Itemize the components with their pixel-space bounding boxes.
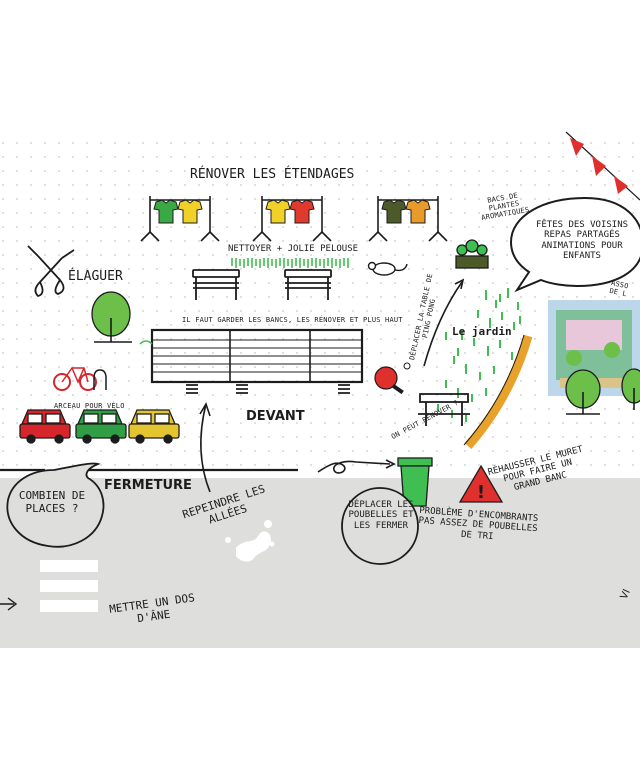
- label-arceau-velo: ARCEAU POUR VÉLO: [54, 402, 125, 410]
- rat-icon: [367, 261, 408, 276]
- ping-pong-icon: [374, 362, 411, 395]
- shirt-icon: [381, 199, 431, 224]
- label-devant: DEVANT: [246, 409, 305, 424]
- car-icon-yellow: [128, 409, 180, 444]
- paint-splash-icon: [225, 520, 275, 562]
- bench-icon: [192, 269, 240, 300]
- label-garder-bancs: IL FAUT GARDER LES BANCS, LES RÉNOVER ET…: [182, 316, 403, 324]
- car-icon-green: [75, 409, 127, 444]
- garden-grass: [437, 288, 521, 422]
- arrow-repeindre: [200, 403, 211, 493]
- garden-path: [464, 334, 533, 449]
- bunting-icon: [565, 131, 640, 201]
- grass-icon: [231, 258, 349, 268]
- label-combien-places: COMBIEN DE PLACES ?: [18, 489, 86, 515]
- speech-bubble-combien: [6, 462, 105, 548]
- edge-fragment: VI: [619, 588, 633, 602]
- plant-box-icon: [455, 239, 489, 269]
- label-fermeture: FERMETURE: [104, 478, 192, 493]
- label-fetes-voisins: FÊTES DES VOISINS REPAS PARTAGÉS ANIMATI…: [535, 220, 629, 262]
- tree-icon: [91, 291, 132, 343]
- clothesline-icon-2: [252, 196, 332, 242]
- shirt-icon: [153, 199, 203, 224]
- label-nettoyer: NETTOYER + JOLIE PELOUSE: [228, 244, 359, 254]
- clothesline-icon-1: [140, 196, 220, 242]
- speed-bump-icon: [40, 560, 98, 612]
- label-elaguer: ÉLAGUER: [68, 269, 123, 284]
- car-icon-red: [19, 409, 71, 444]
- bench-icon: [284, 269, 332, 300]
- arrow-to-jardin: [423, 281, 463, 367]
- annotation-circle: [341, 487, 419, 565]
- tree-icon: [565, 369, 601, 415]
- svg-text:!: !: [477, 482, 485, 503]
- label-renover-etendages: RÉNOVER LES ÉTENDAGES: [190, 167, 355, 182]
- clothesline-icon-3: [368, 196, 448, 242]
- street-area: [0, 478, 640, 648]
- tree-icon: [621, 368, 640, 410]
- arrow-to-bin: [317, 460, 391, 474]
- shirt-icon: [265, 199, 315, 224]
- picnic-table-icon: [418, 393, 470, 426]
- bike-icon: [53, 367, 107, 391]
- warning-icon: !: [458, 464, 504, 503]
- label-le-jardin: Le jardin: [452, 325, 512, 338]
- label-deplacer-poubelles: DÉPLACER LES POUBELLES ET LES FERMER: [348, 500, 414, 531]
- shears-icon: [27, 245, 75, 297]
- arrow-left-edge: [0, 597, 18, 611]
- speech-bubble: [509, 196, 640, 293]
- wall-structure: [139, 328, 364, 394]
